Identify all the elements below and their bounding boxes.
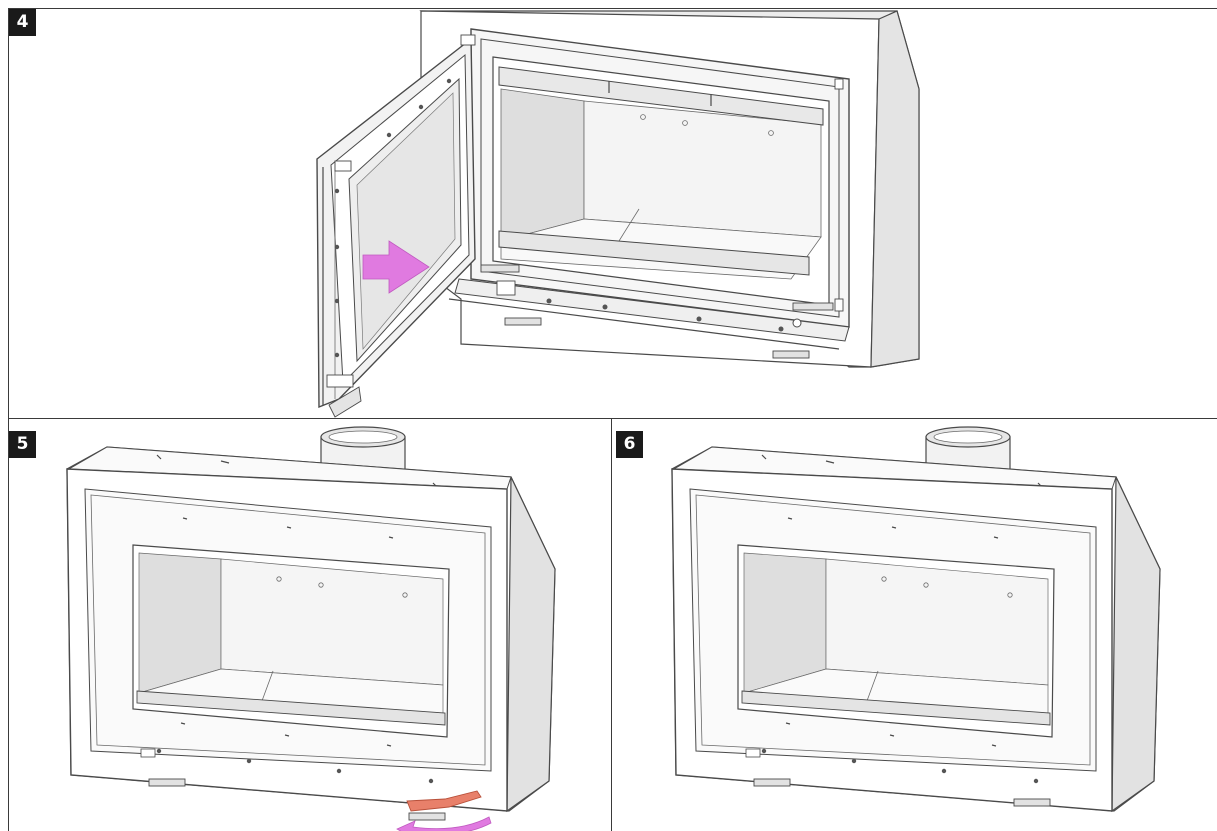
step-5-badge: 5 bbox=[9, 431, 36, 458]
step-5-illustration bbox=[66, 426, 556, 831]
step-6-illustration bbox=[671, 426, 1161, 813]
step-4-panel: 4 bbox=[8, 8, 1217, 419]
step-6-panel: 6 bbox=[612, 419, 1217, 831]
open-door bbox=[316, 34, 476, 418]
door-glass bbox=[737, 544, 1055, 738]
bottom-rail bbox=[448, 78, 850, 359]
base-fittings bbox=[745, 748, 1051, 807]
rotate-arrow-icon bbox=[396, 816, 492, 831]
firebox-interior bbox=[498, 66, 824, 280]
push-arrow-icon bbox=[362, 240, 430, 294]
door-glass bbox=[132, 544, 450, 738]
step-4-illustration bbox=[316, 10, 920, 418]
base-fittings bbox=[140, 748, 446, 821]
step-4-badge: 4 bbox=[9, 9, 36, 36]
step-5-panel: 5 bbox=[8, 419, 612, 831]
door-lever-icon bbox=[406, 790, 482, 812]
step-6-badge: 6 bbox=[616, 431, 643, 458]
